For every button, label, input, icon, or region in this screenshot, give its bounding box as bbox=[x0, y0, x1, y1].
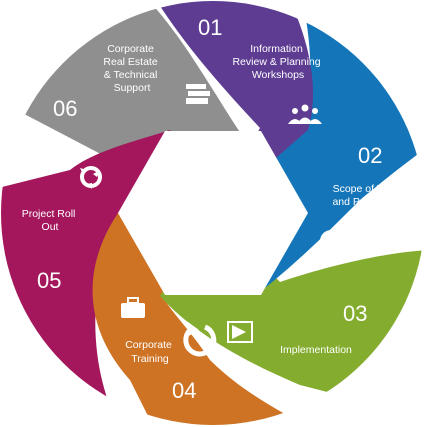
segment-01-number: 01 bbox=[198, 15, 222, 40]
segment-02-label: Scope of Works and Project Plan bbox=[332, 183, 409, 208]
segment-05-label: Project Roll Out bbox=[22, 208, 79, 233]
segment-04-number: 04 bbox=[172, 378, 196, 403]
segment-02-number: 02 bbox=[358, 143, 382, 168]
segment-03-number: 03 bbox=[343, 301, 367, 326]
center-hexagon bbox=[118, 131, 308, 295]
segment-03-label: Implementation bbox=[280, 344, 352, 356]
cycle-arrows-icon bbox=[183, 322, 217, 357]
people-icon bbox=[288, 104, 322, 124]
briefcase-icon bbox=[121, 297, 145, 318]
segment-04-label: Corporate Training bbox=[125, 339, 175, 365]
cycle-arrow-heads bbox=[80, 168, 100, 189]
books-icon bbox=[186, 84, 210, 104]
play-arrow-icon bbox=[227, 321, 253, 343]
segment-05-number: 05 bbox=[37, 268, 61, 293]
segment-06-label: Corporate Real Estate & Technical Suppor… bbox=[103, 43, 160, 94]
segment-01-label: Information Review & Planning Workshops bbox=[232, 43, 323, 81]
pie-chart-icon bbox=[320, 227, 345, 252]
segment-06-number: 06 bbox=[53, 96, 77, 121]
